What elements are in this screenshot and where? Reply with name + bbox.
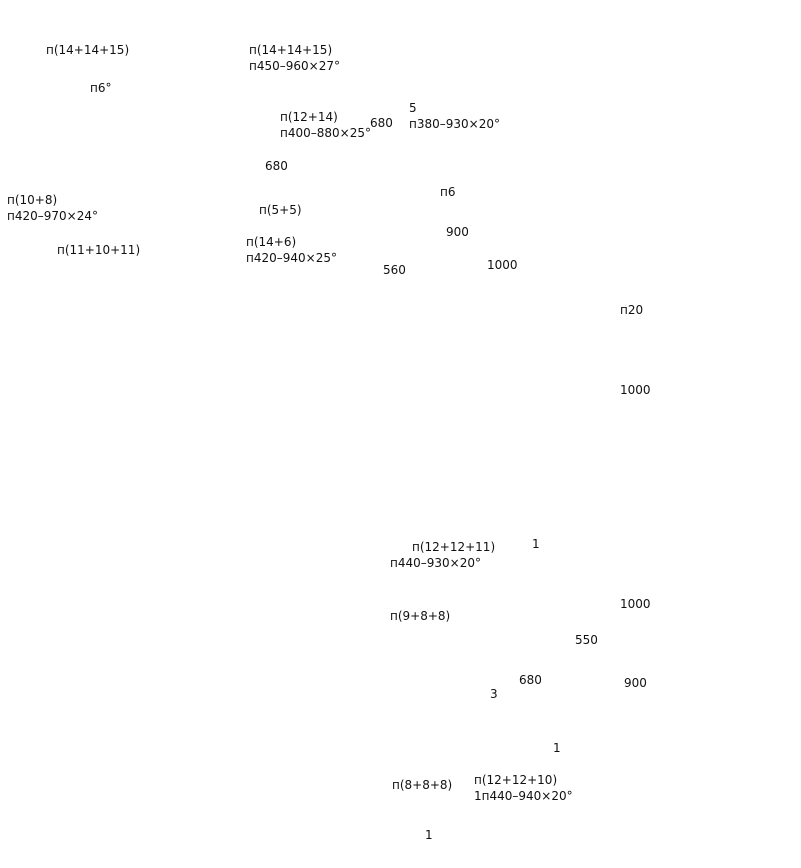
- label-text: п(8+8+8): [392, 778, 453, 792]
- label-text: п20: [620, 303, 644, 317]
- label-text: 1: [532, 537, 540, 551]
- label-n12-12-10: п(12+12+10) 1п440–940×20°: [474, 772, 573, 804]
- label-n8-8-8: п(8+8+8): [392, 777, 452, 793]
- label-text: п6: [440, 185, 456, 199]
- label-text: п420–940×25°: [246, 251, 337, 265]
- label-text: 560: [383, 263, 406, 277]
- label-text: п(11+10+11): [57, 243, 141, 257]
- label-n14-14-15-top-center: п(14+14+15) п450–960×27°: [249, 42, 340, 74]
- label-text: 680: [265, 159, 288, 173]
- label-text: 1: [425, 828, 433, 842]
- label-n14-14-15-top-left: п(14+14+15): [46, 42, 129, 58]
- label-text: 5: [409, 101, 417, 115]
- label-text: 680: [370, 116, 393, 130]
- label-text: п440–930×20°: [390, 556, 481, 570]
- label-text: п(14+14+15): [249, 43, 333, 57]
- label-n10-8: п(10+8) п420–970×24°: [7, 192, 98, 224]
- label-text: п(12+12+10): [474, 773, 558, 787]
- label-680-lower: 680: [519, 672, 542, 688]
- label-text: 900: [446, 225, 469, 239]
- label-1000-right: 1000: [620, 382, 651, 398]
- label-text: 1п440–940×20°: [474, 789, 573, 803]
- label-text: п380–930×20°: [409, 117, 500, 131]
- label-550: 550: [575, 632, 598, 648]
- label-560: 560: [383, 262, 406, 278]
- label-text: п(5+5): [259, 203, 302, 217]
- label-1-bottom: 1: [425, 827, 433, 843]
- label-text: п(12+12+11): [412, 540, 496, 554]
- label-n5-5: п(5+5): [259, 202, 302, 218]
- label-text: п(10+8): [7, 193, 58, 207]
- label-text: 680: [519, 673, 542, 687]
- label-text: п(14+14+15): [46, 43, 130, 57]
- label-text: 1000: [620, 383, 651, 397]
- label-900-lower: 900: [624, 675, 647, 691]
- label-1-middle: 1: [553, 740, 561, 756]
- label-text: 550: [575, 633, 598, 647]
- label-text: п6°: [90, 81, 112, 95]
- label-text: 1000: [487, 258, 518, 272]
- label-n20: п20: [620, 302, 643, 318]
- label-text: п420–970×24°: [7, 209, 98, 223]
- label-900-upper: 900: [446, 224, 469, 240]
- label-3: 3: [490, 686, 498, 702]
- label-n12-14: п(12+14) п400–880×25°: [280, 109, 371, 141]
- label-text: п(14+6): [246, 235, 297, 249]
- label-text: 3: [490, 687, 498, 701]
- label-n14-6: п(14+6) п420–940×25°: [246, 234, 337, 266]
- label-text: п(9+8+8): [390, 609, 451, 623]
- label-5-n380-930: 5 п380–930×20°: [409, 100, 500, 132]
- label-1000-lower: 1000: [620, 596, 651, 612]
- label-text: 1: [553, 741, 561, 755]
- label-n6: п6: [440, 184, 455, 200]
- label-n6-degree: п6°: [90, 80, 111, 96]
- label-text: 1000: [620, 597, 651, 611]
- label-1-upper: 1: [532, 536, 540, 552]
- label-text: 900: [624, 676, 647, 690]
- label-text: п450–960×27°: [249, 59, 340, 73]
- label-680-upper: 680: [370, 115, 393, 131]
- label-text: п(12+14): [280, 110, 338, 124]
- label-1000-upper: 1000: [487, 257, 518, 273]
- label-text: п400–880×25°: [280, 126, 371, 140]
- label-680-middle: 680: [265, 158, 288, 174]
- label-n12-12-11: п(12+12+11) п440–930×20°: [390, 539, 495, 571]
- label-n9-8-8: п(9+8+8): [390, 608, 450, 624]
- label-n11-10-11: п(11+10+11): [57, 242, 140, 258]
